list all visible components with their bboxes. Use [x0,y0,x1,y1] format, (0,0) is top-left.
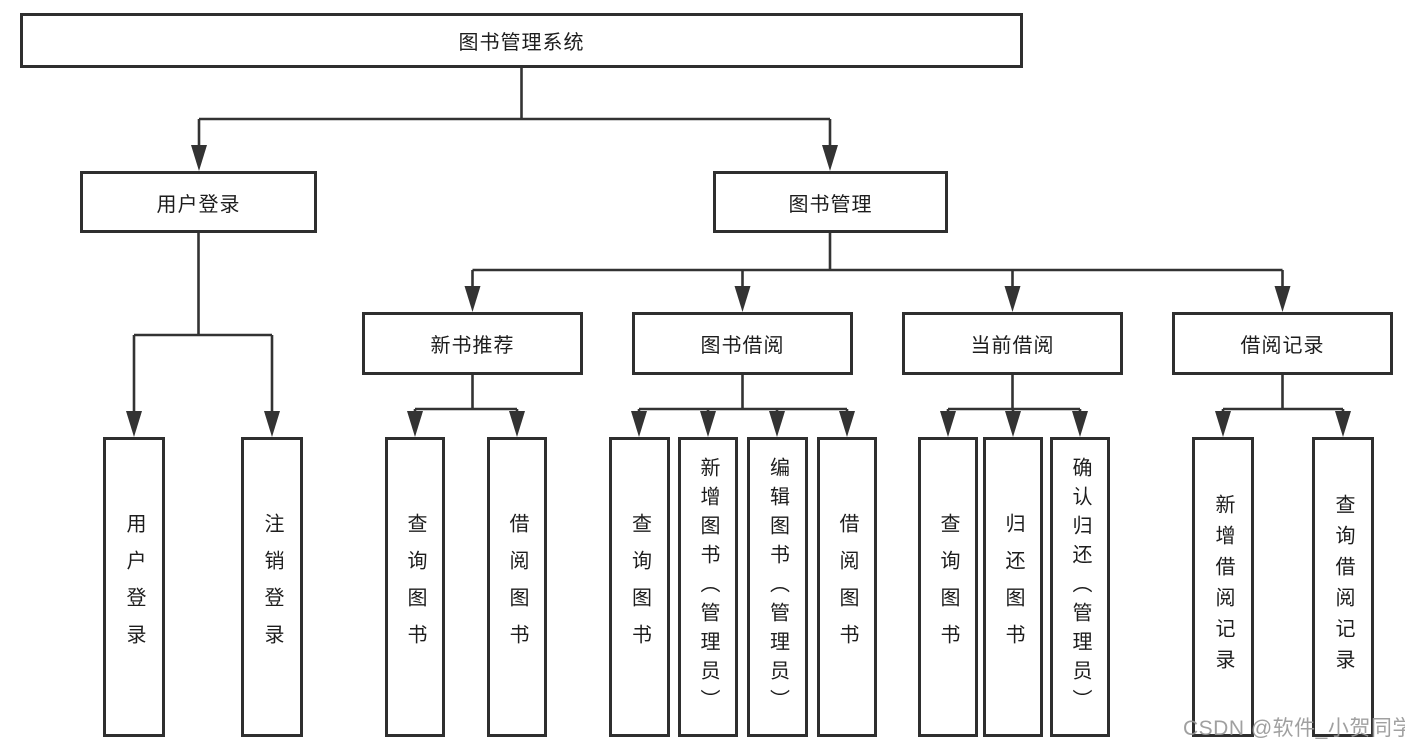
leaf-newbooks-query-books-label: 查询图书 [404,513,426,661]
node-current-borrow: 当前借阅 [902,312,1123,375]
leaf-borrow-borrow-books-label: 借阅图书 [836,513,858,661]
watermark-text: CSDN @软件_小贺同学 [1183,717,1405,740]
leaf-newbooks-borrow-books: 借阅图书 [487,437,547,737]
leaf-records-query-record: 查询借阅记录 [1312,437,1374,737]
leaf-records-add-record-label: 新增借阅记录 [1212,494,1234,680]
leaf-current-query-books-label: 查询图书 [937,513,959,661]
node-book-borrow-label: 图书借阅 [700,335,785,357]
leaf-logout-label: 注销登录 [261,513,283,661]
leaf-user-login-label: 用户登录 [123,513,145,661]
leaf-user-login: 用户登录 [103,437,165,737]
leaf-borrow-add-books-admin: 新增图书（管理员） [678,437,738,737]
node-root-system: 图书管理系统 [20,13,1023,68]
leaf-current-return-books-label: 归还图书 [1002,513,1024,661]
node-borrow-records-label: 借阅记录 [1240,335,1325,357]
node-current-borrow-label: 当前借阅 [970,335,1055,357]
node-user-login: 用户登录 [80,171,317,233]
node-user-login-label: 用户登录 [156,193,241,216]
node-book-management-label: 图书管理 [788,193,873,216]
leaf-borrow-borrow-books: 借阅图书 [817,437,877,737]
node-new-book-recommend-label: 新书推荐 [430,335,515,357]
leaf-records-query-record-label: 查询借阅记录 [1332,494,1354,680]
leaf-newbooks-query-books: 查询图书 [385,437,445,737]
node-borrow-records: 借阅记录 [1172,312,1393,375]
leaf-newbooks-borrow-books-label: 借阅图书 [506,513,528,661]
node-new-book-recommend: 新书推荐 [362,312,583,375]
leaf-logout: 注销登录 [241,437,303,737]
node-book-borrow: 图书借阅 [632,312,853,375]
leaf-current-query-books: 查询图书 [918,437,978,737]
leaf-borrow-edit-books-admin-label: 编辑图书（管理员） [766,456,789,718]
leaf-current-return-books: 归还图书 [983,437,1043,737]
leaf-borrow-add-books-admin-label: 新增图书（管理员） [697,456,719,718]
leaf-current-confirm-return-admin-label: 确认归还（管理员） [1069,456,1091,718]
leaf-records-add-record: 新增借阅记录 [1192,437,1254,737]
leaf-borrow-query-books: 查询图书 [609,437,670,737]
node-book-management: 图书管理 [713,171,948,233]
leaf-borrow-edit-books-admin: 编辑图书（管理员） [747,437,808,737]
node-root-label: 图书管理系统 [458,32,585,54]
leaf-current-confirm-return-admin: 确认归还（管理员） [1050,437,1110,737]
leaf-borrow-query-books-label: 查询图书 [628,513,651,661]
